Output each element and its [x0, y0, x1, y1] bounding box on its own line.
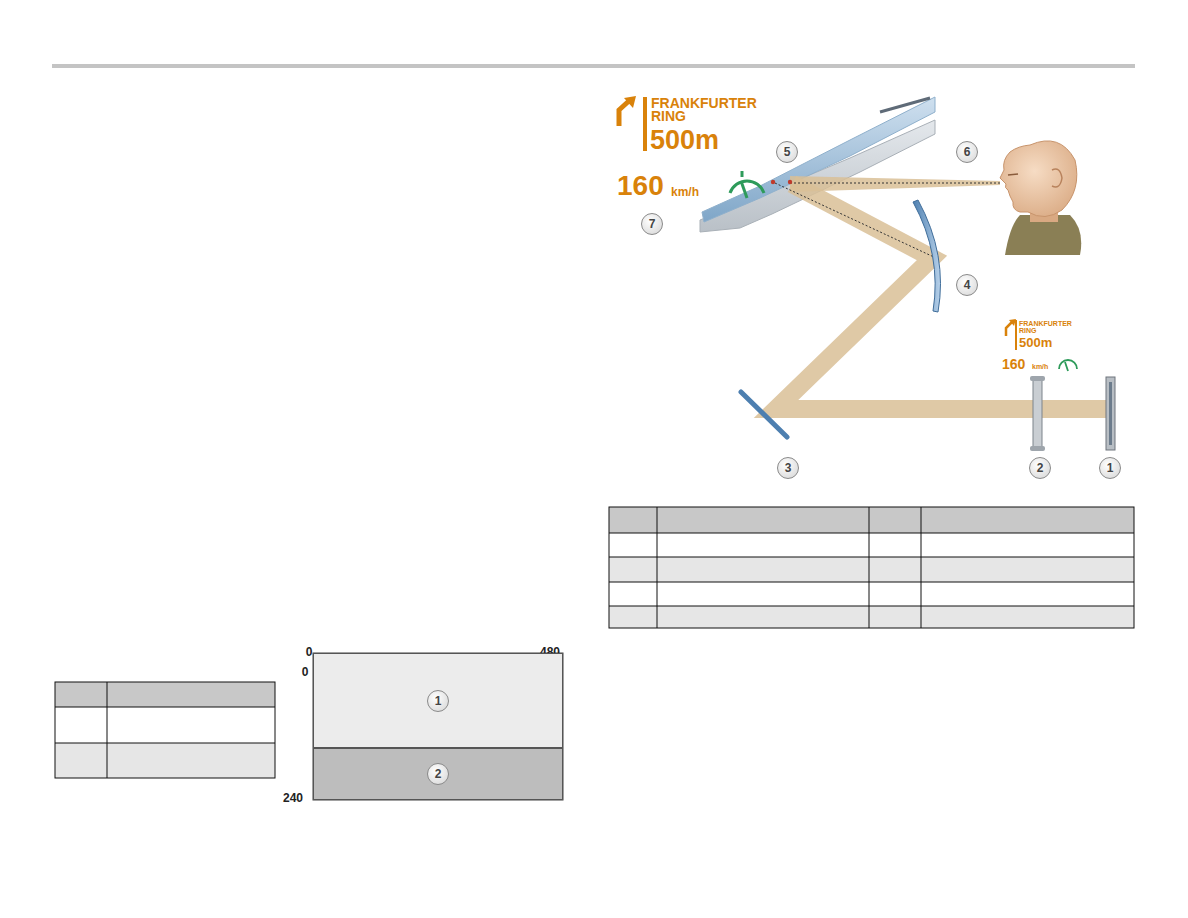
- hud-text: km/h: [1032, 363, 1048, 370]
- callout-number: 4: [956, 274, 978, 296]
- speed-icon: [730, 181, 764, 193]
- dashboard: [700, 120, 935, 232]
- image-point: [771, 180, 775, 184]
- legend-table: [55, 682, 275, 778]
- lens: [1033, 380, 1042, 448]
- turn-arrow: [1009, 319, 1016, 326]
- callout-number: 2: [1029, 457, 1051, 479]
- light-beam: [790, 176, 1000, 192]
- light-beam: [776, 184, 1110, 409]
- virtual-ray: [775, 183, 936, 258]
- axis-value: 240: [283, 791, 303, 805]
- driver-head: [1000, 141, 1077, 217]
- distance-bar: [643, 97, 647, 151]
- turn-arrow: [1006, 322, 1012, 336]
- sight-line: [790, 183, 1000, 184]
- eye: [1008, 174, 1018, 175]
- callout-number: 6: [956, 141, 978, 163]
- lens-mount: [1030, 376, 1045, 381]
- screen-area: 1: [313, 653, 563, 748]
- hud-text: 160: [617, 172, 664, 200]
- axis-value: 0: [306, 645, 313, 659]
- hud-text: FRANKFURTER RING: [651, 97, 757, 123]
- windshield-trim: [880, 98, 930, 112]
- axis-value: 0: [302, 665, 309, 679]
- hud-text: 500m: [1019, 336, 1052, 349]
- callout-number: 7: [641, 213, 663, 235]
- speed-icon: [741, 181, 747, 198]
- concave-mirror: [913, 200, 941, 312]
- callout-number: 1: [1099, 457, 1121, 479]
- distance-bar: [1015, 320, 1017, 350]
- hud-text: FRANKFURTER RING: [1019, 320, 1072, 334]
- hud-text: km/h: [671, 186, 699, 198]
- hud-text: 160: [1002, 357, 1025, 371]
- callout-number: 2: [427, 763, 449, 785]
- hud-text: 500m: [650, 127, 719, 154]
- callout-number: 3: [777, 457, 799, 479]
- turn-arrow: [619, 100, 630, 126]
- callout-number: 5: [776, 141, 798, 163]
- speed-icon: [741, 171, 744, 177]
- screen-outline: [313, 653, 563, 800]
- callout-number: 1: [427, 690, 449, 712]
- lens-mount: [1030, 446, 1045, 451]
- turn-arrow: [624, 96, 636, 108]
- ear: [1052, 169, 1062, 187]
- speed-icon: [1059, 360, 1077, 369]
- parts-table: [609, 507, 1134, 628]
- display-unit: [1109, 382, 1112, 445]
- image-point: [788, 180, 792, 184]
- screen-area: 2: [313, 748, 563, 800]
- speed-icon: [1065, 362, 1068, 371]
- display-unit: [1106, 377, 1115, 450]
- header-rule: [52, 64, 1135, 68]
- plane-mirror: [741, 392, 787, 437]
